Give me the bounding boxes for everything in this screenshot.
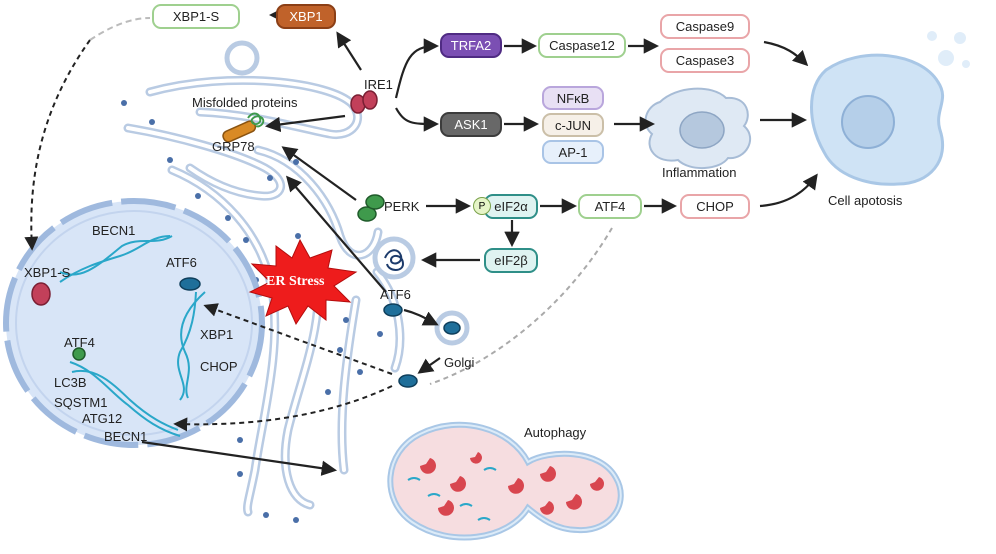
dashed-arrows: [24, 17, 613, 432]
perk-icon: [357, 194, 385, 222]
eif2b-box: eIF2β: [484, 248, 538, 273]
atf6-er-icon: [383, 303, 403, 317]
ap1-box: AP-1: [542, 140, 604, 164]
misfolded-protein-icon: [247, 112, 265, 128]
caspase3-box: Caspase3: [660, 48, 750, 73]
phosphate-icon: P: [473, 197, 491, 215]
nucleus-sqstm1-label: SQSTM1: [54, 395, 108, 410]
nucleus-atf4-label: ATF4: [64, 335, 95, 350]
er-vesicle: [224, 40, 260, 76]
nucleus-atf6-label: ATF6: [166, 255, 197, 270]
nucleus-atg12-label: ATG12: [82, 411, 123, 426]
eif2a-box: eIF2α: [484, 194, 538, 219]
nucleus-xbp1s-label: XBP1-S: [24, 265, 71, 280]
pathway-arrows: [141, 7, 818, 476]
xbp1-box: XBP1: [276, 4, 336, 29]
perk-label: PERK: [384, 199, 420, 214]
inflammation-label: Inflammation: [662, 165, 737, 180]
er-stress-label: ER Stress: [266, 274, 325, 289]
atf4-box: ATF4: [578, 194, 642, 219]
grp78-label: GRP78: [212, 139, 255, 154]
trfa2-box: TRFA2: [440, 33, 502, 58]
chop-box: CHOP: [680, 194, 750, 219]
atf4-nuclear-icon: [72, 347, 86, 361]
ire1-icon: [350, 90, 378, 114]
atf6-golgi-icon: [443, 321, 461, 335]
atf6-er-label: ATF6: [380, 287, 411, 302]
caspase9-box: Caspase9: [660, 14, 750, 39]
nfkb-box: NFκB: [542, 86, 604, 110]
atf6-nuclear-icon: [179, 277, 201, 291]
nucleus-becn1-bottom-label: BECN1: [104, 429, 148, 444]
inflammation-cell-icon: [644, 87, 751, 169]
ask1-box: ASK1: [440, 112, 502, 137]
dna-strands: [59, 235, 206, 437]
cell-apotosis-label: Cell apotosis: [828, 193, 903, 208]
protein-aggregate-vesicle: [372, 236, 416, 280]
autophagy-label: Autophagy: [524, 425, 587, 440]
er-stress-star: [248, 238, 358, 326]
ire1-label: IRE1: [364, 77, 393, 92]
nucleus-lc3b-label: LC3B: [54, 375, 87, 390]
atf6-cleaved-icon: [398, 374, 418, 388]
nucleus-becn1-top-label: BECN1: [92, 223, 136, 238]
protein-aggregate-icon: [384, 249, 405, 271]
autophagy-organelle: [387, 421, 624, 541]
apoptotic-cell-icon: [810, 31, 970, 186]
nucleus-xbp1-label: XBP1: [200, 327, 234, 342]
misfolded-proteins-label: Misfolded proteins: [192, 95, 298, 110]
xbp1s-nuclear-icon: [31, 282, 51, 306]
nucleus: [3, 198, 265, 448]
golgi-label: Golgi: [444, 355, 475, 370]
caspase12-box: Caspase12: [538, 33, 626, 58]
xbp1s-box: XBP1-S: [152, 4, 240, 29]
nucleus-chop-label: CHOP: [200, 359, 238, 374]
cjun-box: c-JUN: [542, 113, 604, 137]
